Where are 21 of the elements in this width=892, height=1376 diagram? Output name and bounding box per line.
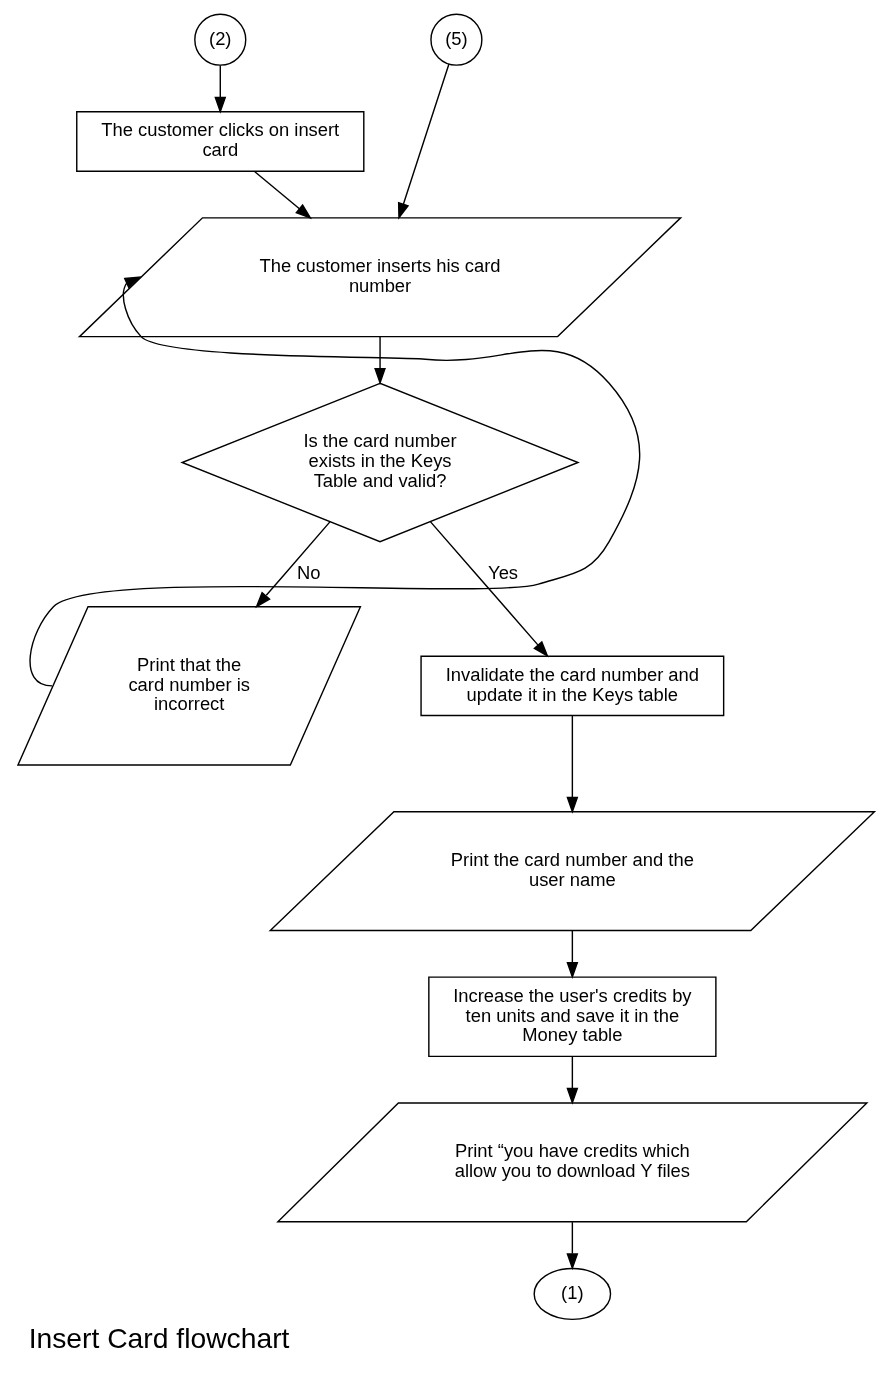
arrow <box>374 336 386 385</box>
node-ellipse: (1) <box>533 1267 612 1321</box>
arrow <box>566 1055 579 1105</box>
node-box: The customer clicks on insert card <box>76 111 365 172</box>
arrow <box>253 170 312 220</box>
arrow <box>566 715 579 814</box>
edge-label: Yes <box>488 561 519 583</box>
node-box: Increase the user's credits by ten units and save it in the Money table <box>428 976 717 1058</box>
node-diamond: Is the card number exists in the Keys Table and valid? <box>180 382 580 543</box>
arrow <box>255 521 331 609</box>
node-circle: (5) <box>430 13 483 66</box>
caption: Insert Card flowchart <box>28 1321 290 1354</box>
node-box: Invalidate the card number and update it in the Keys table <box>420 655 725 717</box>
edge-label: No <box>296 561 321 583</box>
arrow <box>29 276 641 687</box>
node-circle: (2) <box>194 13 247 66</box>
arrow <box>397 63 450 220</box>
arrow <box>566 1221 579 1271</box>
arrow <box>566 929 579 980</box>
arrow <box>214 64 227 114</box>
arrow <box>429 521 549 658</box>
